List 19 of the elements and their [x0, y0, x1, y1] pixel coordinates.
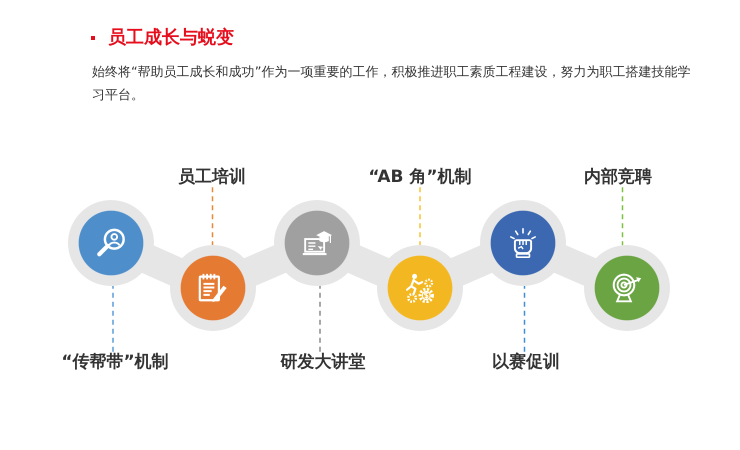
connector-band [346, 244, 390, 286]
step-label: “传帮带”机制 [61, 352, 169, 372]
leader-line [419, 187, 421, 245]
step-label: 研发大讲堂 [280, 352, 366, 372]
intro-text: 始终将“帮助员工成长和成功”作为一项重要的工作，积极推进职工素质工程建设，努力为职工搭建技能学习平台。 [92, 64, 692, 105]
connector-band [242, 244, 288, 286]
connector-band [450, 244, 494, 286]
step-label: “AB 角”机制 [368, 166, 472, 188]
connector-band [140, 244, 184, 286]
leader-line [319, 286, 321, 352]
leader-line [112, 286, 114, 352]
step-label: 员工培训 [178, 166, 246, 188]
step-label: 以赛促训 [492, 352, 560, 372]
leader-line [212, 187, 214, 245]
leader-line [524, 286, 526, 352]
step-label: 内部竞聘 [584, 166, 652, 188]
connector-band [552, 244, 598, 286]
section-title: 员工成长与蜕变 [108, 27, 234, 49]
leader-line [622, 187, 624, 246]
